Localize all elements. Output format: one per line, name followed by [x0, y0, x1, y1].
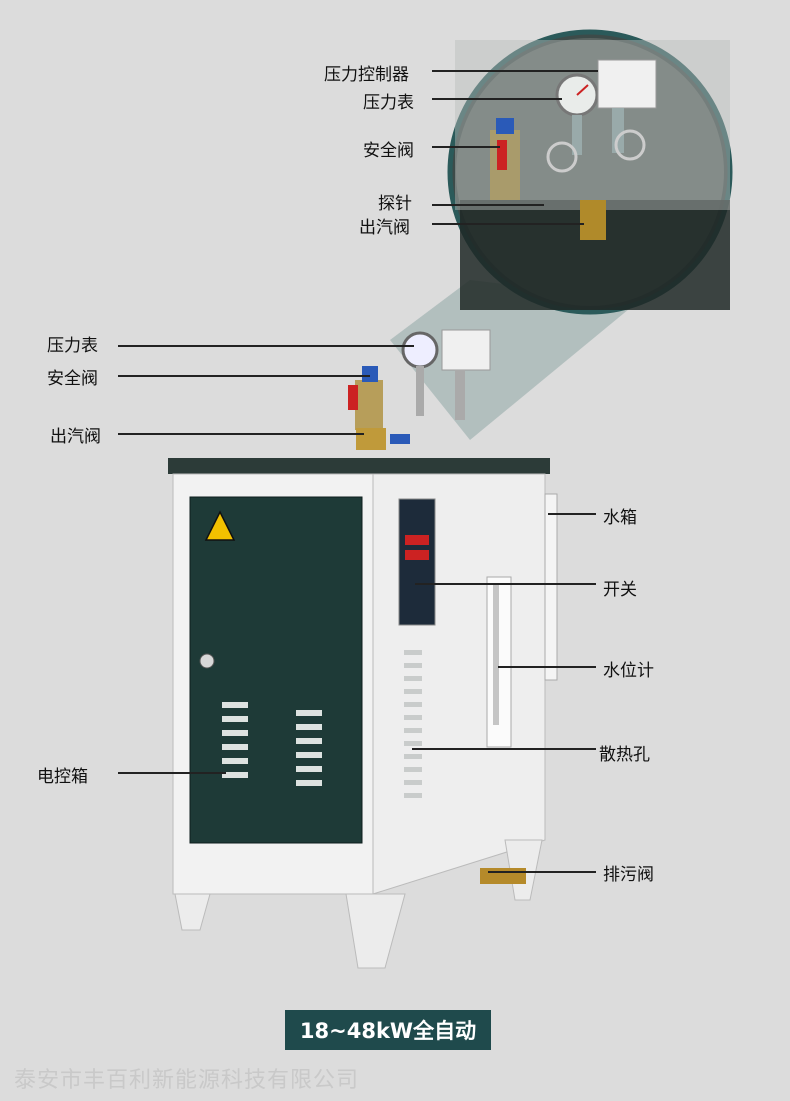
- label-steam-valve-left: 出汽阀: [50, 427, 101, 447]
- leader-line: [118, 433, 364, 435]
- water-tank: [544, 493, 558, 681]
- warning-icon: [204, 510, 236, 541]
- label-water-level-gauge: 水位计: [603, 661, 654, 681]
- label-water-tank: 水箱: [603, 508, 637, 528]
- leader-line: [412, 748, 596, 750]
- label-switch: 开关: [603, 580, 637, 600]
- leader-line: [488, 871, 596, 873]
- label-control-box: 电控箱: [37, 767, 88, 787]
- safety-valve-icon: [355, 380, 383, 430]
- side-vents: [404, 650, 422, 798]
- label-drain-valve: 排污阀: [603, 865, 654, 885]
- leader-line: [548, 513, 596, 515]
- zoom-cone: [390, 280, 640, 440]
- leader-line: [498, 666, 596, 668]
- company-watermark: 泰安市丰百利新能源科技有限公司: [14, 1068, 360, 1093]
- leader-line: [432, 98, 562, 100]
- leader-line: [118, 345, 414, 347]
- pressure-gauge-icon: [401, 331, 439, 369]
- label-pressure-controller: 压力控制器: [324, 65, 409, 85]
- label-probe: 探针: [378, 194, 412, 214]
- control-panel: [398, 498, 436, 626]
- leader-line: [118, 375, 370, 377]
- door-lock-icon: [199, 653, 215, 669]
- leader-line: [118, 772, 226, 774]
- label-safety-valve-top: 安全阀: [363, 141, 414, 161]
- label-pressure-gauge-left: 压力表: [47, 336, 98, 356]
- label-safety-valve-left: 安全阀: [47, 369, 98, 389]
- label-steam-valve-top: 出汽阀: [359, 218, 410, 238]
- leader-line: [432, 204, 544, 206]
- leader-line: [415, 583, 596, 585]
- door-vents: [222, 702, 322, 786]
- zoom-pressure-controller-icon: [597, 59, 657, 109]
- label-pressure-gauge-top: 压力表: [363, 93, 414, 113]
- leader-line: [432, 70, 598, 72]
- model-badge: 18~48kW全自动: [285, 1010, 491, 1050]
- label-vent-holes: 散热孔: [599, 745, 650, 765]
- leader-line: [432, 223, 584, 225]
- zoom-steam-valve-icon: [580, 200, 606, 240]
- control-box-door: [189, 496, 363, 844]
- pressure-controller-icon: [441, 329, 491, 371]
- leader-line: [432, 146, 500, 148]
- steam-valve-icon: [356, 428, 386, 450]
